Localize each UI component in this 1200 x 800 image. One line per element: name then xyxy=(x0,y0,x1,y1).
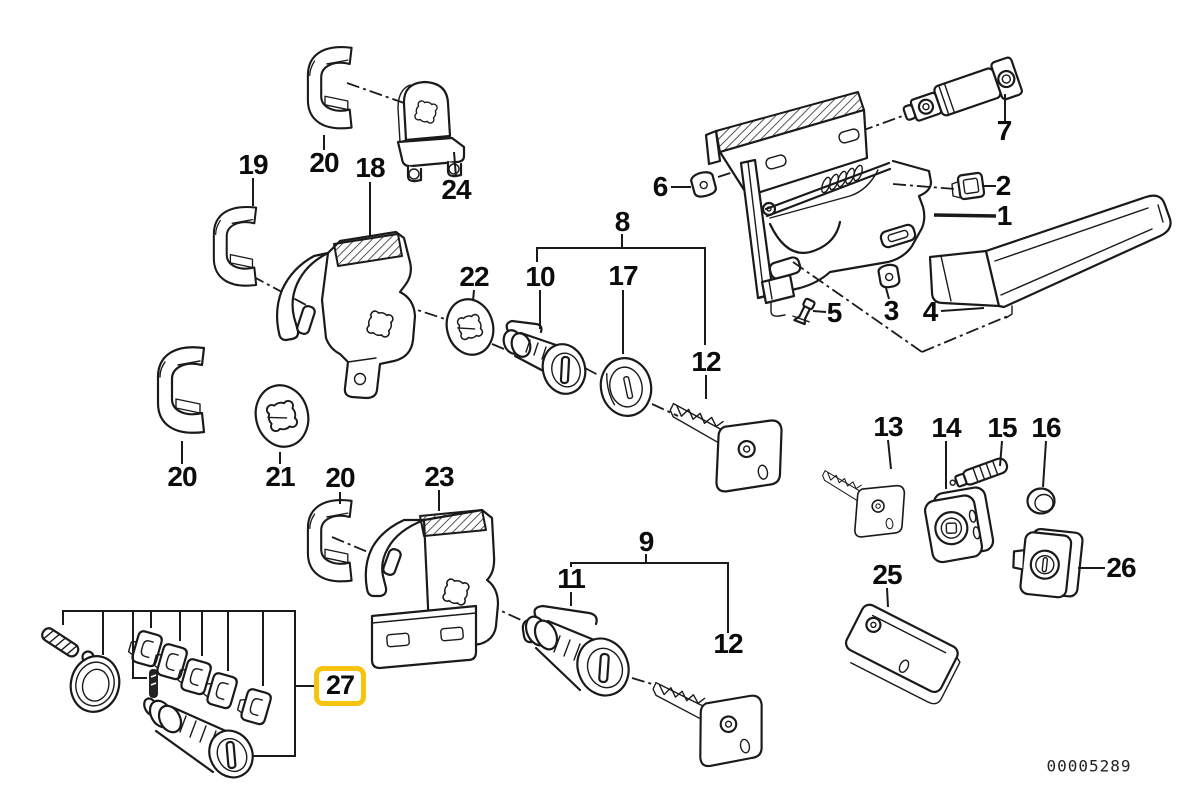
part-22-drawing xyxy=(445,298,495,356)
part-17-drawing xyxy=(599,357,653,417)
part-19-drawing xyxy=(212,205,258,287)
part-14-drawing xyxy=(923,486,995,564)
part-16-drawing xyxy=(1026,487,1056,515)
part-2-drawing xyxy=(951,171,986,201)
part-label-10[interactable]: 10 xyxy=(525,261,555,292)
part-27-group-drawing xyxy=(41,627,274,779)
part-label-12-upper[interactable]: 12 xyxy=(691,346,721,377)
part-18-drawing xyxy=(275,230,417,400)
part-label-23[interactable]: 23 xyxy=(424,461,454,492)
part-label-4[interactable]: 4 xyxy=(922,296,939,327)
part-label-22[interactable]: 22 xyxy=(459,261,489,292)
spring-drawing xyxy=(41,627,80,658)
part-20-top-drawing xyxy=(306,46,353,130)
part-label-8[interactable]: 8 xyxy=(614,206,631,237)
part-25-drawing xyxy=(844,603,961,705)
part-label-6[interactable]: 6 xyxy=(652,171,669,202)
part-12-lower-key-drawing xyxy=(642,680,770,775)
drawing-number: 00005289 xyxy=(1046,756,1132,776)
part-label-9[interactable]: 9 xyxy=(638,526,655,557)
part-26-drawing xyxy=(1012,527,1084,599)
part-label-19[interactable]: 19 xyxy=(238,149,268,180)
part-label-13[interactable]: 13 xyxy=(873,411,903,442)
part-label-14[interactable]: 14 xyxy=(931,412,961,443)
part-label-12-lower[interactable]: 12 xyxy=(713,628,743,659)
part-label-17[interactable]: 17 xyxy=(608,260,638,291)
part-label-3[interactable]: 3 xyxy=(883,295,900,326)
part-4-drawing xyxy=(928,194,1172,309)
part-label-26[interactable]: 26 xyxy=(1106,552,1136,583)
part-label-20-left[interactable]: 20 xyxy=(167,461,197,492)
part-3-drawing xyxy=(877,263,901,289)
part-6-drawing xyxy=(690,171,717,198)
part-7-drawing xyxy=(902,56,1023,122)
part-10-drawing xyxy=(502,319,587,395)
part-5-drawing xyxy=(792,297,816,326)
part-12-upper-key-drawing xyxy=(656,401,791,502)
part-label-27[interactable]: 27 xyxy=(313,666,367,706)
part-label-20-top[interactable]: 20 xyxy=(309,147,339,178)
part-11-drawing xyxy=(521,604,630,697)
part-23-drawing xyxy=(364,508,500,670)
part-label-5[interactable]: 5 xyxy=(826,297,843,328)
leader-lines xyxy=(62,94,1105,757)
part-label-18[interactable]: 18 xyxy=(355,152,385,183)
part-20-mid-drawing xyxy=(306,499,353,583)
cylinder-drawing xyxy=(143,697,254,779)
part-label-20-mid[interactable]: 20 xyxy=(325,462,355,493)
part-label-11[interactable]: 11 xyxy=(557,563,586,594)
part-13-key-drawing xyxy=(810,469,911,546)
part-label-2[interactable]: 2 xyxy=(995,170,1012,201)
part-label-7[interactable]: 7 xyxy=(996,115,1013,146)
part-label-15[interactable]: 15 xyxy=(987,412,1017,443)
coil-ring-drawing xyxy=(69,655,121,713)
part-20-left-drawing xyxy=(156,346,206,434)
part-label-1[interactable]: 1 xyxy=(996,200,1013,231)
part-label-25[interactable]: 25 xyxy=(872,559,902,590)
part-15-drawing xyxy=(949,457,1009,488)
part-label-24[interactable]: 24 xyxy=(441,174,471,205)
part-24-drawing xyxy=(396,80,466,183)
part-label-16[interactable]: 16 xyxy=(1031,412,1061,443)
part-21-drawing xyxy=(254,384,310,448)
part-1-drawing xyxy=(704,91,933,317)
part-label-21[interactable]: 21 xyxy=(265,461,295,492)
